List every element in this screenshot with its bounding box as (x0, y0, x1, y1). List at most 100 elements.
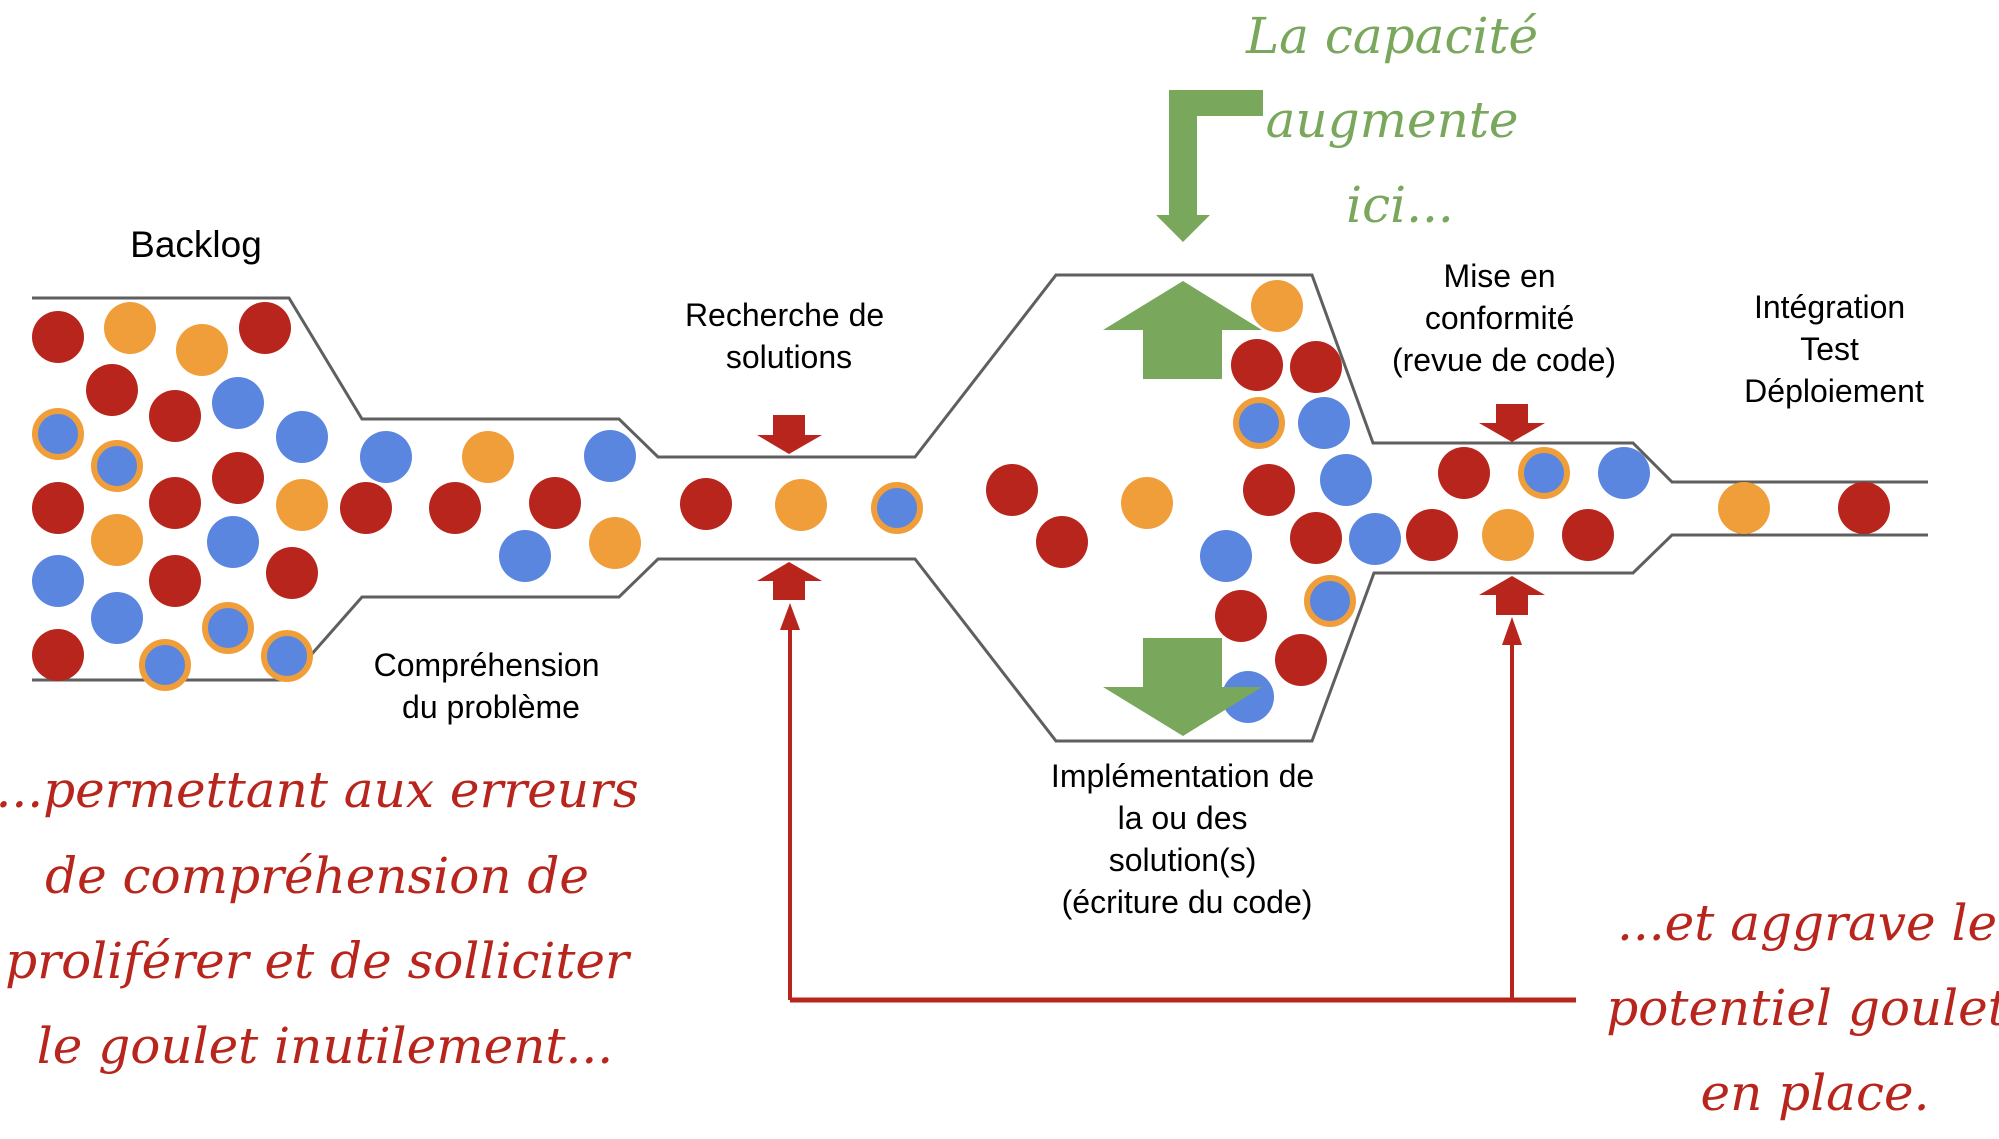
work-item-red (1562, 509, 1614, 561)
constraint-down-arrow-icon (757, 415, 822, 454)
work-item-red (1838, 482, 1890, 534)
work-item-red (429, 482, 481, 534)
work-item-ringed-blue (91, 440, 143, 492)
work-item-red (1215, 590, 1267, 642)
annotation-line: en place. (1701, 1064, 1930, 1122)
work-item-red (986, 464, 1038, 516)
annotation-line: potentiel goulet (1606, 979, 1999, 1037)
work-item-ringed-blue (1304, 575, 1356, 627)
work-item-ringed-blue (1233, 397, 1285, 449)
stage-label-line: Intégration (1754, 289, 1905, 325)
work-item-red (32, 482, 84, 534)
pipe-outline-top (32, 273, 1928, 484)
work-item-orange (1718, 482, 1770, 534)
stage-label-line: solution(s) (1109, 842, 1257, 878)
work-item-red (32, 311, 84, 363)
stage-label-comprehension: Compréhension du problème (374, 647, 609, 725)
work-item-blue (1598, 447, 1650, 499)
pipe-outline-bottom (32, 533, 1928, 743)
work-item-ringed-blue (139, 639, 191, 691)
work-item-blue (1298, 397, 1350, 449)
work-item-blue (360, 431, 412, 483)
stage-label-line: du problème (402, 689, 580, 725)
constraint-down-arrow-icon (1479, 404, 1545, 442)
stage-label-line: Compréhension (374, 647, 600, 683)
work-item-red (149, 477, 201, 529)
work-item-ringed-blue (1518, 447, 1570, 499)
work-item-blue (32, 555, 84, 607)
work-item-red (529, 477, 581, 529)
stage-label-implementation: Implémentation de la ou des solution(s) … (1051, 758, 1323, 920)
work-item-red (1243, 464, 1295, 516)
work-item-red (1275, 634, 1327, 686)
work-item-orange (91, 514, 143, 566)
annotation-line: ...permettant aux erreurs (0, 761, 639, 819)
annotation-capacity: La capacité augmente ici... (1245, 7, 1554, 234)
work-item-red (1438, 447, 1490, 499)
work-item-red (149, 390, 201, 442)
stage-label-line: Mise en (1444, 258, 1556, 294)
work-item-orange (176, 324, 228, 376)
work-item-ringed-blue (32, 408, 84, 460)
work-item-red (239, 302, 291, 354)
work-item-blue (584, 430, 636, 482)
expand-up-arrow-icon (1103, 281, 1262, 379)
stage-label-line: Test (1800, 331, 1859, 367)
work-item-red (1036, 516, 1088, 568)
work-item-red (86, 364, 138, 416)
annotation-line: le goulet inutilement... (37, 1017, 613, 1075)
stage-label-line: Déploiement (1744, 373, 1924, 409)
stage-label-line: (revue de code) (1392, 342, 1616, 378)
work-item-orange (462, 431, 514, 483)
constraint-up-arrow-icon (757, 562, 822, 600)
stage-label-line: (écriture du code) (1062, 884, 1313, 920)
stage-label-line: Implémentation de (1051, 758, 1314, 794)
stage-label-line: la ou des (1118, 800, 1248, 836)
work-item-blue (1320, 454, 1372, 506)
work-item-blue (1349, 513, 1401, 565)
work-item-blue (207, 516, 259, 568)
annotation-errors: ...permettant aux erreurs de compréhensi… (0, 761, 655, 1075)
feedback-connector (780, 603, 1576, 1003)
work-item-orange (1121, 477, 1173, 529)
work-item-blue (276, 411, 328, 463)
work-item-blue (1200, 530, 1252, 582)
work-item-red (212, 452, 264, 504)
work-item-blue (212, 377, 264, 429)
stage-label-line: solutions (726, 339, 852, 375)
work-item-red (32, 629, 84, 681)
bent-arrow-down-icon (1156, 90, 1263, 242)
work-item-blue (91, 592, 143, 644)
work-item-orange (104, 302, 156, 354)
stage-label-line: conformité (1425, 300, 1574, 336)
stage-label-line: Backlog (130, 224, 262, 265)
stage-label-backlog: Backlog (130, 224, 262, 265)
annotation-line: proliférer et de solliciter (5, 932, 632, 990)
work-item-orange (1482, 509, 1534, 561)
work-item-orange (775, 479, 827, 531)
work-item-red (266, 547, 318, 599)
annotation-line: La capacité (1245, 7, 1538, 65)
work-item-ringed-blue (202, 602, 254, 654)
feedback-arrowhead-icon (1502, 617, 1522, 645)
work-item-red (680, 478, 732, 530)
feedback-arrowhead-icon (780, 603, 800, 630)
work-item-orange (1251, 280, 1303, 332)
work-item-blue (1222, 671, 1274, 723)
work-item-blue (499, 530, 551, 582)
annotation-line: de compréhension de (45, 847, 589, 905)
annotation-line: ...et aggrave le (1617, 894, 1997, 952)
work-item-ringed-blue (261, 630, 313, 682)
stage-label-recherche: Recherche de solutions (685, 297, 893, 375)
work-items (32, 280, 1890, 723)
annotation-line: ici... (1346, 176, 1454, 234)
work-item-red (149, 555, 201, 607)
stage-label-conformite: Mise en conformité (revue de code) (1392, 258, 1616, 378)
stage-label-integration: Intégration Test Déploiement (1744, 289, 1924, 409)
work-item-ringed-blue (871, 482, 923, 534)
work-item-red (1231, 339, 1283, 391)
work-item-red (340, 482, 392, 534)
stage-label-line: Recherche de (685, 297, 884, 333)
work-item-red (1290, 341, 1342, 393)
